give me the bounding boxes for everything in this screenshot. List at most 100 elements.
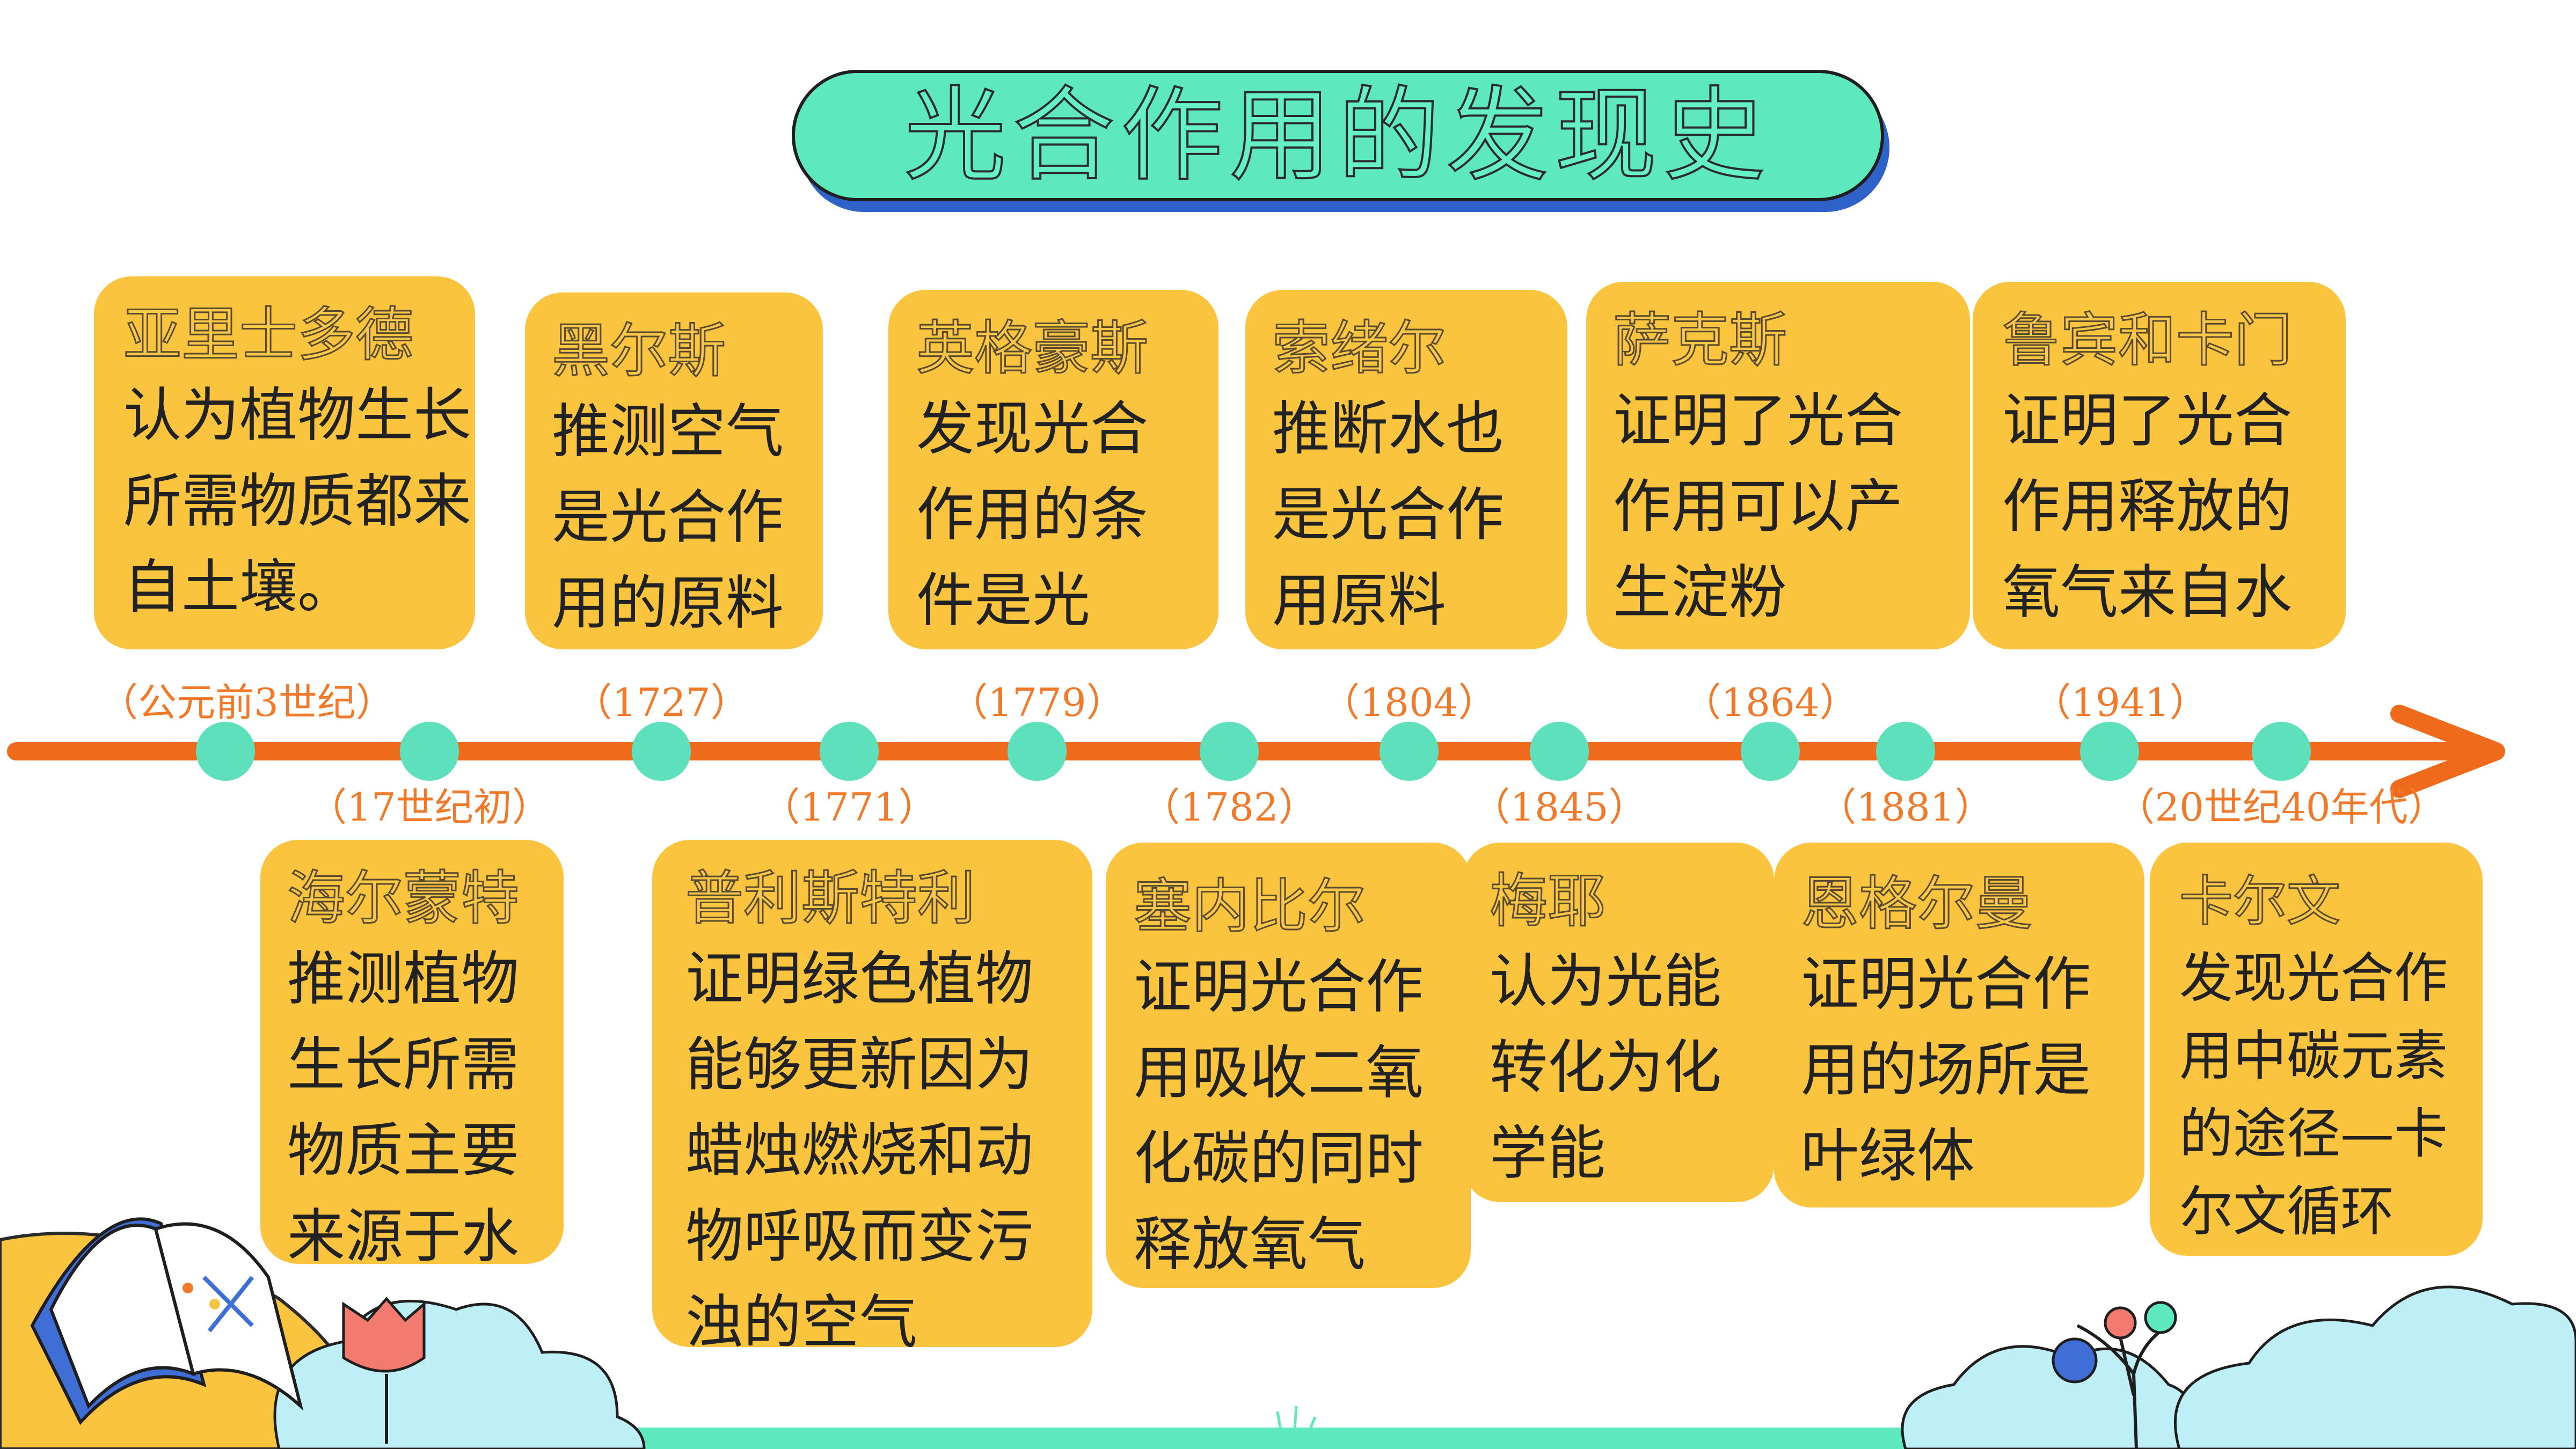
event-description: 证明光合作 用吸收二氧 化碳的同时 释放氧气: [1134, 945, 1444, 1288]
event-card-top-6: 鲁宾和卡门 证明了光合 作用释放的 氧气来自水: [1973, 282, 2346, 649]
description-line: 是光合作: [552, 484, 784, 551]
scientist-name: 恩格尔曼: [1800, 870, 2034, 939]
event-description: 推测植物 生长所需 物质主要 来源于水: [287, 936, 537, 1280]
description-line: 自土壤。: [123, 554, 356, 621]
description-line: 释放氧气: [1134, 1211, 1366, 1278]
description-line: 用吸收二氧: [1134, 1040, 1424, 1107]
event-card-top-4: 索绪尔 推断水也 是光合作 用原料: [1245, 290, 1567, 649]
event-card-top-5: 萨克斯 证明了光合 作用可以产 生淀粉: [1586, 282, 1970, 649]
timeline-node: [1741, 722, 1800, 781]
timeline-node: [632, 722, 691, 781]
description-line: 证明了光合: [1613, 387, 1903, 455]
timeline-node: [2080, 722, 2139, 781]
description-line: 的途径—卡: [2179, 1102, 2448, 1165]
event-card-bottom-2: 普利斯特利 证明绿色植物 能够更新因为 蜡烛燃烧和动 物呼吸而变污 浊的空气: [652, 840, 1092, 1356]
description-line: 发现光合作: [2179, 947, 2448, 1009]
tulip-icon: [342, 1297, 426, 1444]
year-label: （20世纪40年代）: [2116, 785, 2447, 830]
event-card-bottom-3: 塞内比尔 证明光合作 用吸收二氧 化碳的同时 释放氧气: [1106, 843, 1471, 1288]
year-label: （1881）: [1818, 785, 1994, 830]
timeline-node: [196, 722, 255, 781]
scientist-name: 卡尔文: [2179, 869, 2341, 934]
scientist-name: 黑尔斯: [551, 317, 727, 386]
description-line: 作用释放的: [2002, 473, 2293, 540]
description-line: 氧气来自水: [2002, 559, 2293, 626]
description-line: 浊的空气: [685, 1289, 918, 1356]
event-card-top-2: 黑尔斯 推测空气 是光合作 用的原料: [525, 292, 823, 649]
timeline-node: [1008, 722, 1067, 781]
event-card-bottom-5: 恩格尔曼 证明光合作 用的场所是 叶绿体: [1774, 843, 2144, 1208]
description-line: 叶绿体: [1801, 1123, 1975, 1190]
title-banner: 光合作用的发现史: [792, 70, 1884, 201]
timeline-arrowhead: [2390, 705, 2505, 798]
description-line: 认为植物生长: [123, 382, 472, 449]
description-line: 学能: [1490, 1120, 1606, 1187]
timeline-node: [2252, 722, 2311, 781]
description-line: 证明光合作: [1134, 954, 1424, 1021]
description-line: 发现光合: [916, 396, 1149, 463]
year-label: （1782）: [1141, 785, 1317, 830]
year-label: （17世纪初）: [308, 785, 551, 830]
event-description: 发现光合 作用的条 件是光: [916, 386, 1192, 644]
year-label: （1941）: [2032, 680, 2208, 725]
timeline-node: [1876, 722, 1935, 781]
year-label: （1779）: [949, 680, 1125, 725]
description-line: 生长所需: [287, 1031, 520, 1099]
scientist-name: 梅耶: [1489, 867, 1607, 936]
scientist-name: 萨克斯: [1612, 306, 1788, 375]
lollipop-tree-icon: [2052, 1301, 2177, 1449]
description-line: 推断水也: [1272, 396, 1505, 463]
scientist-name: 海尔蒙特: [287, 865, 520, 933]
event-card-bottom-6: 卡尔文 发现光合作 用中碳元素 的途径—卡 尔文循环: [2150, 843, 2483, 1256]
scientist-name: 索绪尔: [1272, 314, 1447, 383]
description-line: 用中碳元素: [2179, 1024, 2448, 1087]
timeline-node: [820, 722, 879, 781]
timeline-node: [1380, 722, 1439, 781]
event-description: 推测空气 是光合作 用的原料: [552, 389, 796, 647]
year-label: （1727）: [573, 680, 749, 725]
year-label: （公元前3世纪）: [99, 680, 395, 725]
description-line: 证明了光合: [2002, 387, 2293, 455]
description-line: 用的原料: [552, 570, 784, 637]
scientist-name: 英格豪斯: [916, 314, 1149, 383]
event-card-top-3: 英格豪斯 发现光合 作用的条 件是光: [888, 290, 1218, 649]
description-line: 化碳的同时: [1134, 1125, 1424, 1192]
event-description: 推断水也 是光合作 用原料: [1272, 386, 1541, 644]
description-line: 推测空气: [552, 398, 784, 465]
timeline-node: [1530, 722, 1589, 781]
description-line: 作用可以产: [1613, 473, 1903, 540]
scientist-name: 鲁宾和卡门: [2002, 306, 2293, 375]
description-line: 蜡烛燃烧和动: [685, 1117, 1034, 1184]
description-line: 物质主要: [287, 1117, 520, 1184]
grass-icon: [1276, 1406, 1317, 1444]
description-line: 作用的条: [916, 481, 1149, 548]
event-description: 证明绿色植物 能够更新因为 蜡烛燃烧和动 物呼吸而变污 浊的空气: [685, 936, 1066, 1366]
description-line: 转化为化: [1490, 1034, 1722, 1101]
event-description: 证明光合作 用的场所是 叶绿体: [1801, 942, 2118, 1199]
description-line: 件是光: [916, 567, 1091, 634]
description-line: 用的场所是: [1801, 1037, 2091, 1104]
scientist-name: 亚里士多德: [123, 301, 414, 370]
open-book-icon: [30, 1217, 304, 1425]
event-description: 认为植物生长 所需物质都来 自土壤。: [123, 373, 472, 631]
description-line: 是光合作: [1272, 481, 1505, 548]
description-line: 证明绿色植物: [685, 946, 1034, 1013]
page-title: 光合作用的发现史: [903, 76, 1772, 195]
year-label: （1804）: [1321, 680, 1497, 725]
scientist-name: 塞内比尔: [1133, 873, 1367, 941]
event-description: 证明了光合 作用可以产 生淀粉: [1613, 378, 1943, 636]
timeline-node: [400, 722, 459, 781]
scientist-name: 普利斯特利: [685, 865, 976, 933]
event-description: 发现光合作 用中碳元素 的途径—卡 尔文循环: [2179, 939, 2456, 1250]
year-label: （1771）: [761, 785, 937, 830]
event-card-bottom-4: 梅耶 认为光能 转化为化 学能: [1463, 843, 1774, 1202]
year-label: （1864）: [1682, 680, 1858, 725]
description-line: 生淀粉: [1613, 559, 1787, 626]
event-description: 认为光能 转化为化 学能: [1490, 939, 1747, 1197]
description-line: 物呼吸而变污: [685, 1203, 1034, 1270]
event-card-bottom-1: 海尔蒙特 推测植物 生长所需 物质主要 来源于水: [260, 840, 564, 1270]
year-label: （1845）: [1471, 785, 1647, 830]
description-line: 证明光合作: [1801, 951, 2091, 1018]
